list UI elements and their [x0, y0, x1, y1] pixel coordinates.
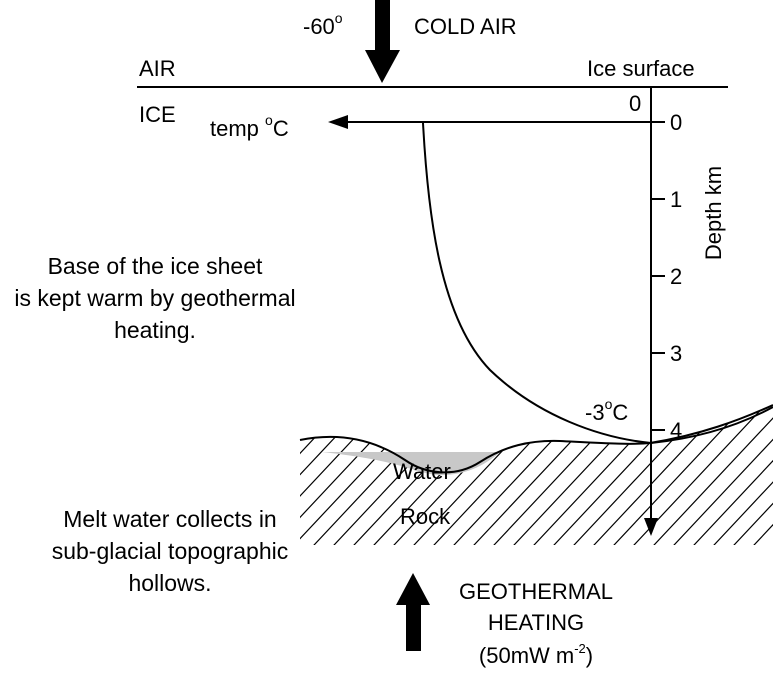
rock-label: Rock	[400, 504, 451, 529]
water-label: Water	[393, 459, 451, 484]
depth-tick-label: 3	[670, 341, 682, 366]
hatch-line	[679, 405, 773, 545]
melt-water-note: Melt water collects in sub-glacial topog…	[52, 506, 289, 596]
geothermal-line-1: GEOTHERMAL	[459, 579, 613, 604]
warm-base-line-1: Base of the ice sheet	[48, 253, 263, 279]
hatch-line	[659, 405, 773, 545]
air-layer-label: AIR	[139, 56, 176, 81]
hatch-line	[300, 405, 351, 545]
hatch-line	[479, 405, 631, 545]
hatch-line	[719, 405, 773, 545]
hatch-line	[300, 405, 371, 545]
temperature-zero-label: 0	[629, 91, 641, 116]
depth-tick-label: 1	[670, 187, 682, 212]
hatch-line	[699, 405, 773, 545]
rock-hatching	[300, 405, 773, 545]
hatch-line	[300, 405, 331, 545]
base-temperature-label: -3oC	[585, 396, 628, 425]
hatch-line	[739, 405, 773, 545]
hatch-line	[619, 405, 771, 545]
geothermal-arrow	[396, 573, 430, 651]
temperature-axis	[328, 115, 655, 129]
ice-surface-label: Ice surface	[587, 56, 695, 81]
temperature-axis-label: temp oC	[210, 112, 289, 141]
hatch-line	[439, 405, 591, 545]
air-temperature-label: -60o	[303, 10, 343, 39]
ice-layer-label: ICE	[139, 102, 176, 127]
ice-base-line	[299, 404, 773, 474]
warm-base-line-2: is kept warm by geothermal	[14, 285, 295, 311]
melt-water-line-1: Melt water collects in	[63, 506, 276, 532]
melt-water-line-3: hollows.	[128, 570, 211, 596]
depth-axis-title: Depth km	[701, 166, 726, 260]
depth-tick-label: 0	[670, 110, 682, 135]
cold-air-arrow	[365, 0, 400, 83]
depth-tick-label: 2	[670, 264, 682, 289]
melt-water-line-2: sub-glacial topographic	[52, 538, 289, 564]
hatch-line	[559, 405, 711, 545]
ice-sheet-edge	[650, 406, 773, 444]
warm-base-note: Base of the ice sheet is kept warm by ge…	[14, 253, 295, 343]
warm-base-line-3: heating.	[114, 317, 196, 343]
geothermal-flux-label: (50mW m-2)	[479, 641, 593, 668]
hatch-line	[300, 405, 411, 545]
hatch-line	[639, 405, 773, 545]
hatch-line	[300, 405, 391, 545]
temperature-profile-curve	[422, 122, 652, 444]
cold-air-label: COLD AIR	[414, 14, 517, 39]
geothermal-line-2: HEATING	[488, 610, 584, 635]
